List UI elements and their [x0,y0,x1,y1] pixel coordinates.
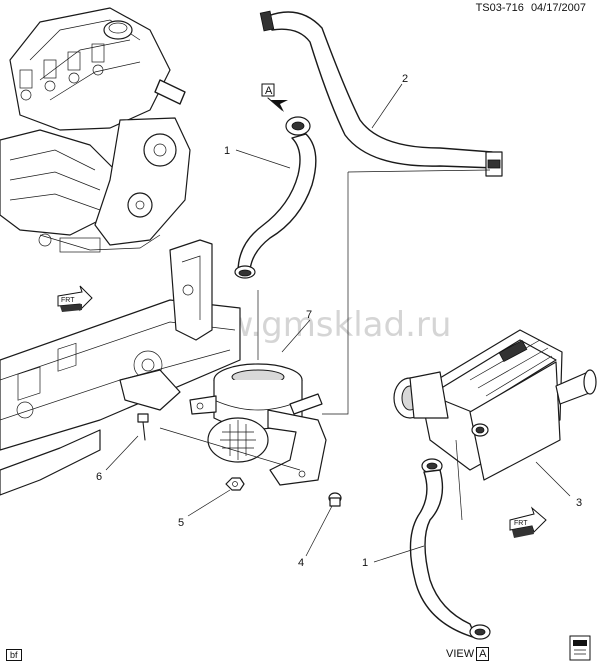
hose-1-lower [409,439,491,640]
callout-2: 2 [402,73,408,85]
callout-1-top: 1 [224,145,230,157]
routing-line-bolt [159,427,301,471]
drawing-id: TS03-716 [475,2,524,14]
hose-2 [259,10,503,177]
leader-2 [371,83,403,129]
front-arrow-left-label: FRT [61,297,75,304]
callout-5: 5 [178,517,184,529]
callout-7: 7 [306,309,312,321]
callout-4: 4 [298,557,304,569]
leader-7 [281,319,311,353]
view-a-marker: A [261,83,288,112]
leader-6 [105,435,139,471]
grommet-4 [328,492,342,507]
nut-5 [225,477,245,491]
front-arrow-right-label: FRT [514,520,528,527]
bolt-6 [137,413,149,441]
view-a-letter: A [265,85,273,97]
view-label-text: VIEW [446,648,475,660]
corner-badge-icon [569,635,591,661]
air-cleaner-assembly [393,329,597,481]
leader-3 [535,461,571,497]
header: TS03-716 04/17/2007 [476,2,586,14]
frame-rail [0,239,241,496]
routing-line-upper [322,172,349,415]
leader-1-bottom [373,545,425,563]
hose-1-upper [234,116,317,279]
leader-4 [305,505,333,557]
callout-3: 3 [576,497,582,509]
front-arrow-right: FRT [509,506,547,538]
view-label-letter: A [476,647,490,661]
front-arrow-left: FRT [57,285,93,312]
callout-1-bottom: 1 [362,557,368,569]
corner-tag-text: bf [6,649,22,661]
leader-1-top [235,149,291,169]
air-injection-pump [189,363,327,486]
leader-5 [187,489,231,517]
drawing-date: 04/17/2007 [530,2,586,14]
engine-assembly [0,7,191,253]
callout-6: 6 [96,471,102,483]
corner-tag: bf [6,649,22,661]
